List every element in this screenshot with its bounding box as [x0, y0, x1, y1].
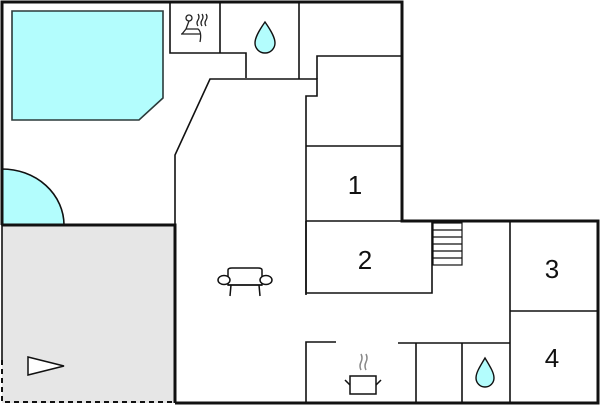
stairs-icon	[432, 222, 463, 266]
hot-tub	[1, 168, 65, 226]
room-2-outline	[305, 221, 433, 294]
entrance-arrow-icon	[27, 356, 65, 376]
water-drop-icon	[254, 20, 276, 54]
kitchen-wall	[305, 341, 336, 403]
storage-room	[316, 55, 402, 79]
room-label-1: 1	[347, 170, 363, 200]
water-drop-icon	[475, 356, 495, 388]
room-label-4: 4	[544, 343, 560, 373]
sauna-room	[169, 2, 247, 78]
room-label-2: 2	[357, 245, 373, 275]
sofa-icon	[217, 267, 273, 297]
room-label-3: 3	[544, 254, 560, 284]
terrace-dashed-edge	[1, 360, 175, 403]
living-room-outline	[174, 78, 318, 403]
terrace	[2, 225, 175, 403]
sauna-icon	[181, 13, 208, 43]
cooking-pot-icon	[344, 353, 382, 395]
swimming-pool	[11, 10, 164, 121]
